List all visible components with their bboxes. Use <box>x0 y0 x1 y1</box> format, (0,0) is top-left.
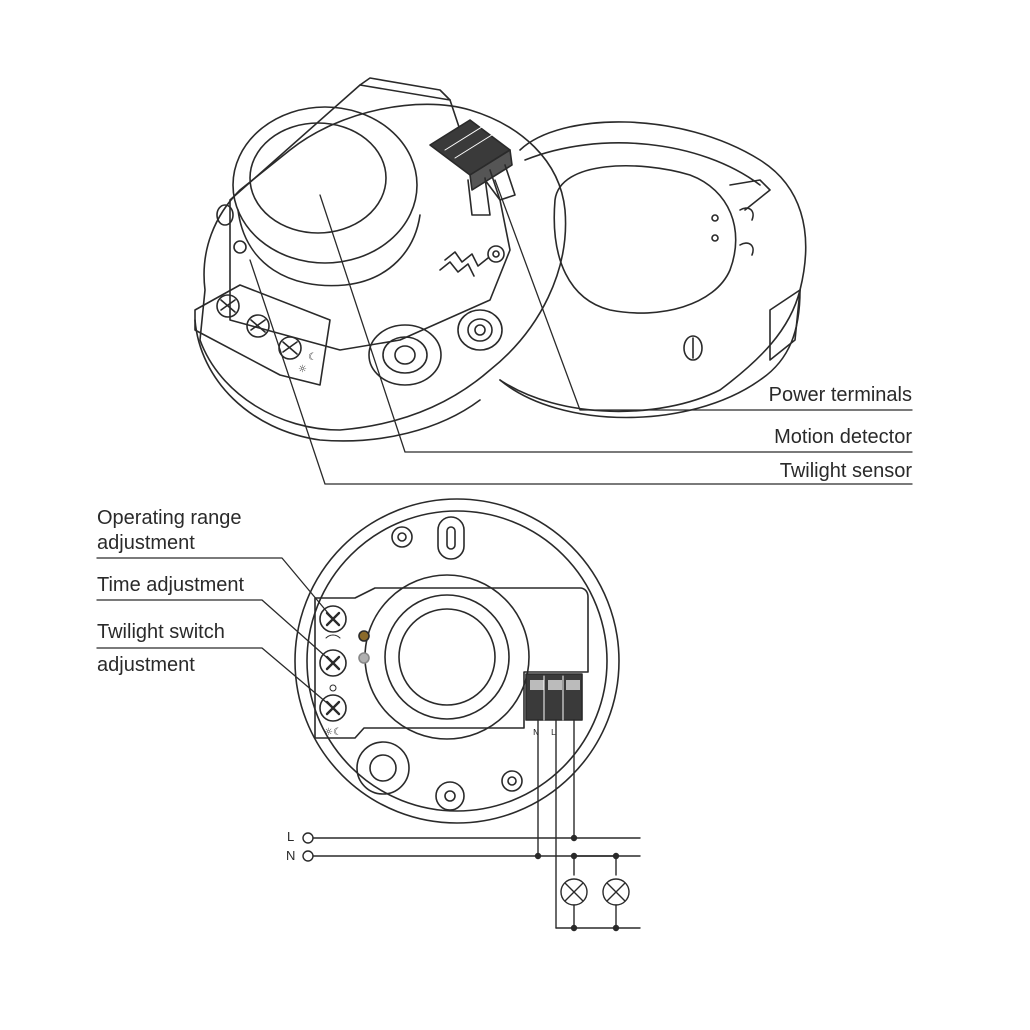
wire-label-line: L <box>287 829 295 844</box>
callout-twilight-switch-line1: Twilight switch <box>97 621 225 643</box>
callout-time-adjustment: Time adjustment <box>97 574 245 596</box>
detector-body <box>194 77 567 442</box>
callout-operating-range-line2: adjustment <box>97 532 195 554</box>
callout-twilight-sensor: Twilight sensor <box>779 460 912 482</box>
top-leader-lines <box>249 179 913 485</box>
power-terminal-block <box>429 119 516 216</box>
bottom-leader-lines <box>96 557 334 709</box>
adjustment-screw-block: ☾ ☼ <box>194 284 331 386</box>
callout-power-terminals: Power terminals <box>768 384 912 406</box>
wire-label-neutral: N <box>286 848 296 863</box>
svg-text:N: N <box>533 728 539 737</box>
svg-text:☼☾: ☼☾ <box>324 727 342 738</box>
callout-twilight-switch-line2: adjustment <box>97 654 195 676</box>
svg-text:L: L <box>551 728 556 737</box>
svg-text:☼: ☼ <box>298 364 307 375</box>
callout-operating-range-line1: Operating range <box>97 507 242 529</box>
sensor-top-view: ☼☾ <box>294 498 620 824</box>
mounting-base-plate <box>499 121 807 419</box>
wiring-diagram <box>302 719 641 932</box>
svg-text:☾: ☾ <box>308 352 317 363</box>
top-view-terminal-block: N L <box>525 673 583 737</box>
callout-motion-detector: Motion detector <box>774 426 912 448</box>
